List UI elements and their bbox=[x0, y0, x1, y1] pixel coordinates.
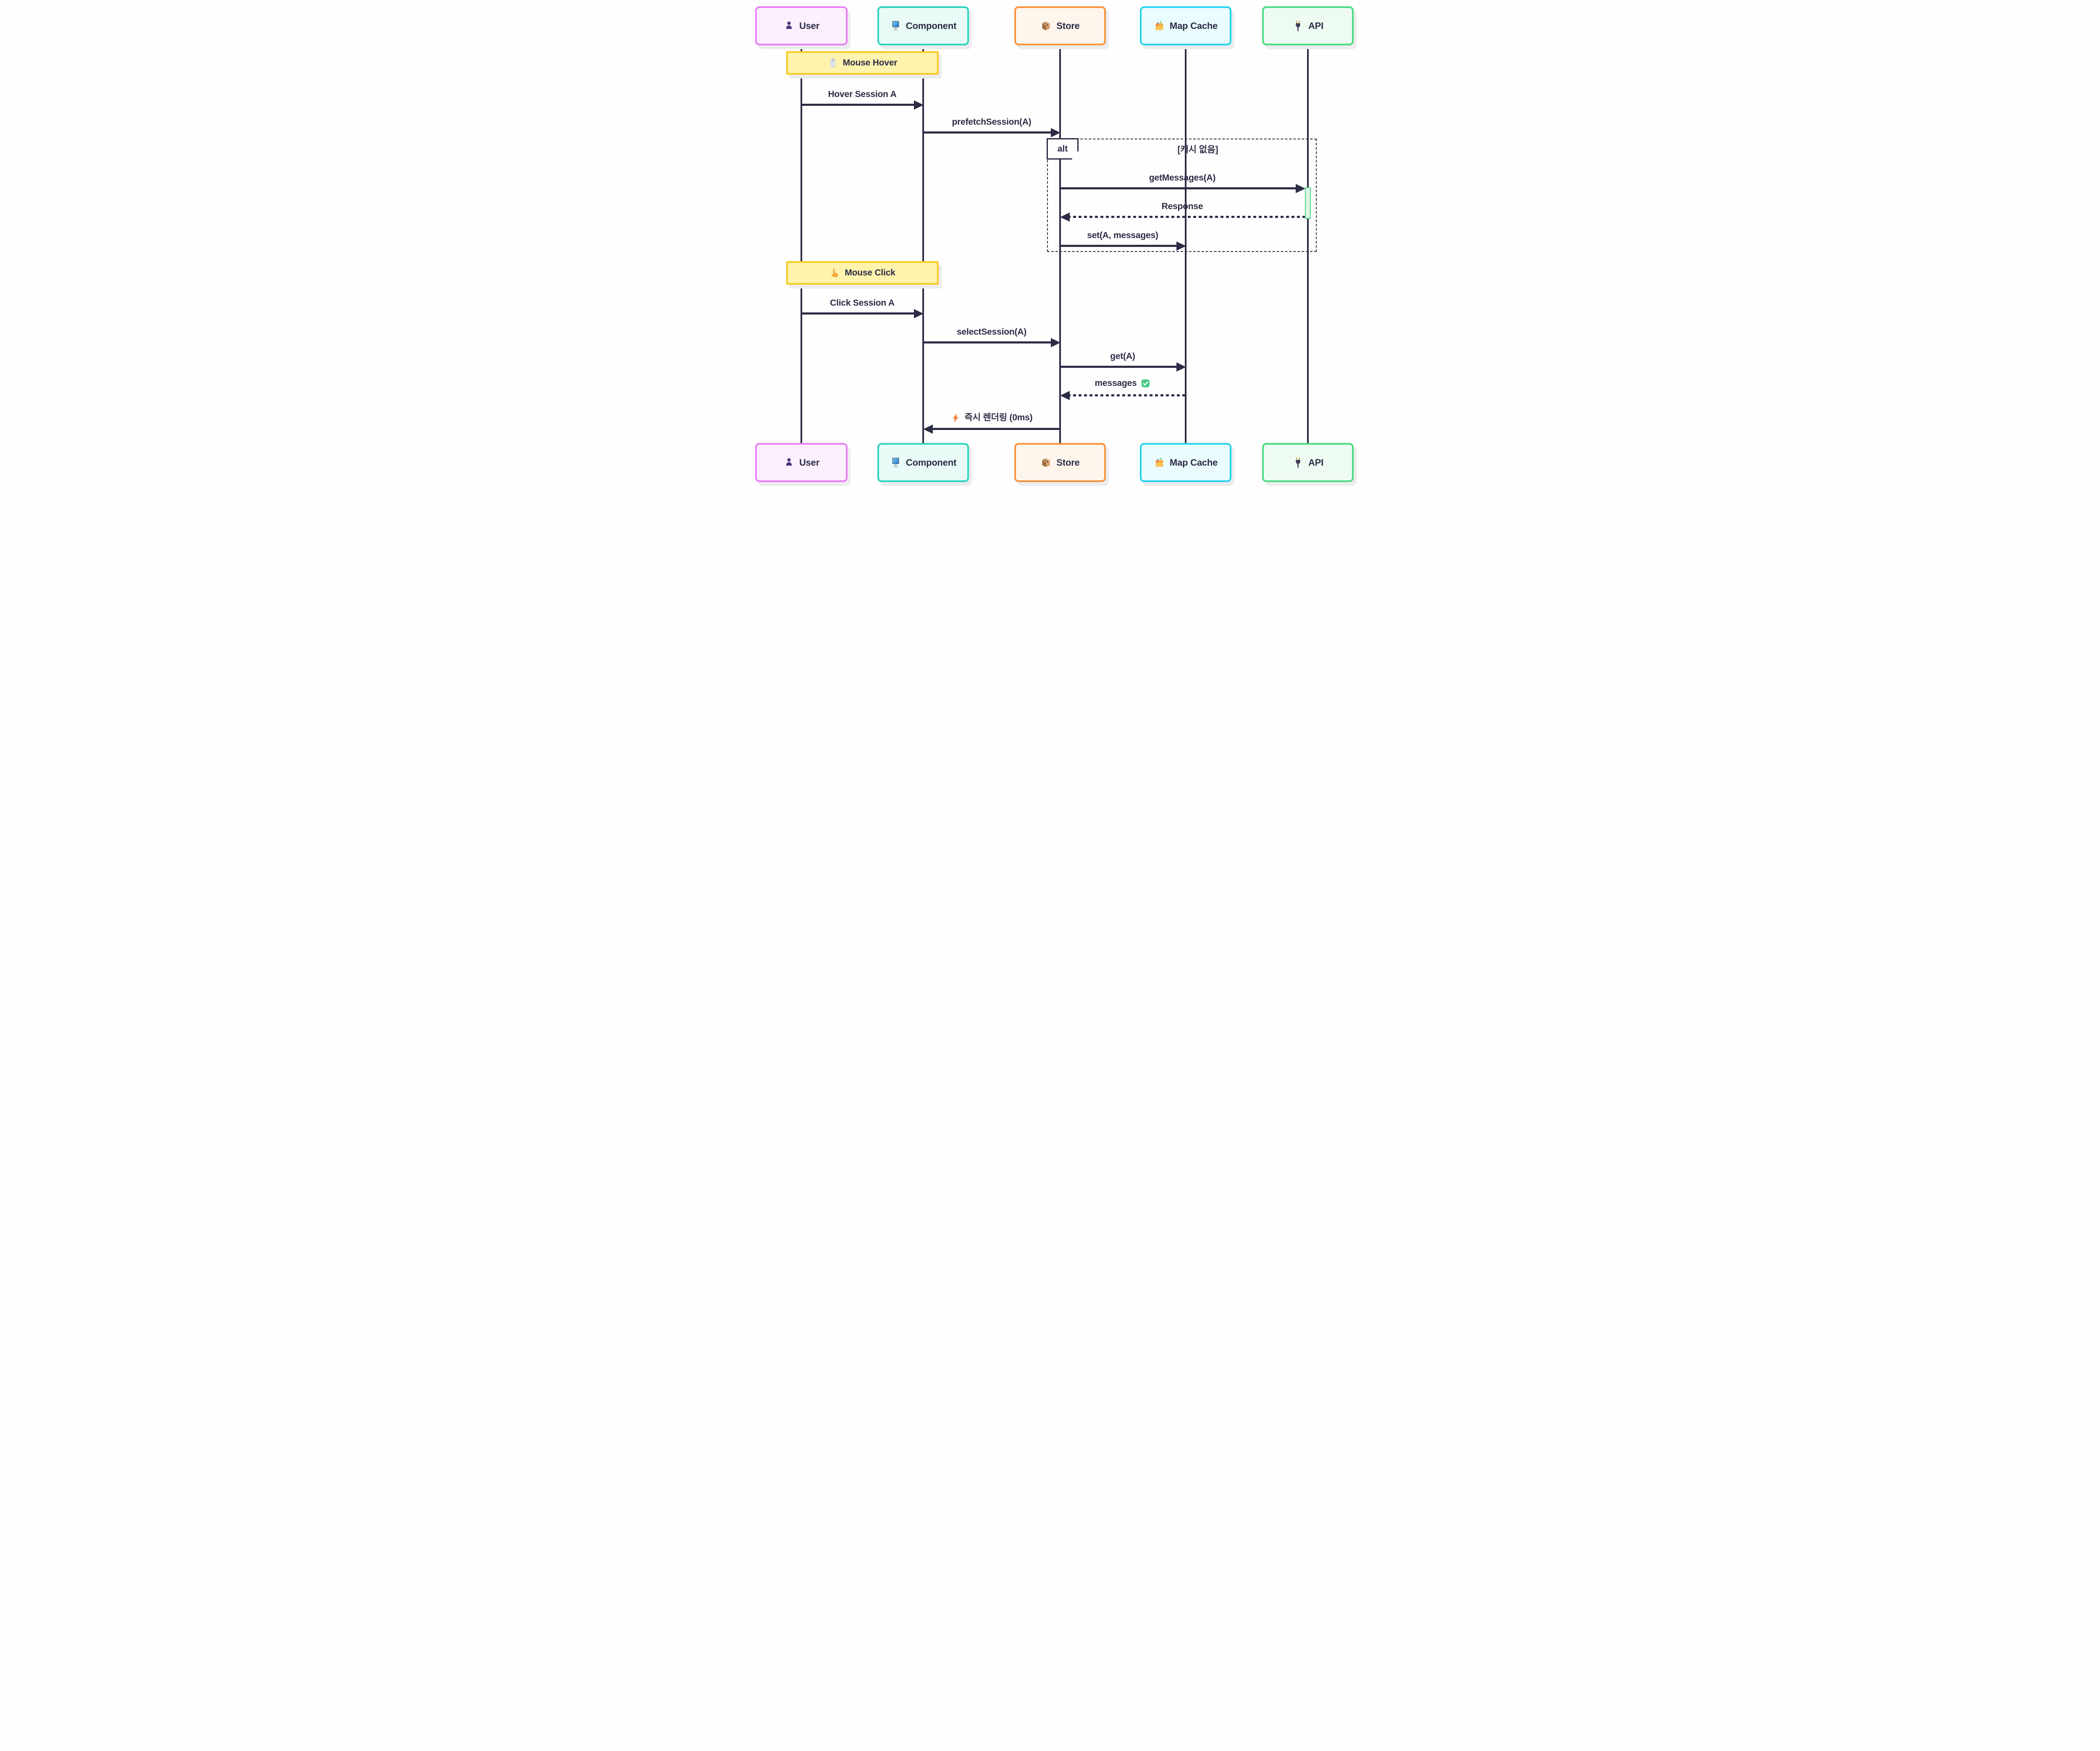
arrowhead-right-icon bbox=[1051, 128, 1060, 137]
computer-icon bbox=[892, 21, 899, 31]
computer-icon bbox=[892, 458, 899, 467]
plug-icon bbox=[1296, 20, 1300, 31]
arrowhead-right-icon bbox=[1176, 241, 1186, 251]
message-line bbox=[1060, 245, 1179, 247]
message-label-response: Response bbox=[1161, 202, 1203, 211]
message-label-set-messages: set(A, messages) bbox=[1087, 231, 1158, 240]
lifeline-user bbox=[801, 45, 802, 444]
alt-frame bbox=[1047, 139, 1317, 252]
user-icon bbox=[786, 458, 792, 466]
message-text: messages bbox=[1095, 378, 1137, 388]
message-label-messages-cached: messages bbox=[1095, 377, 1151, 390]
arrowhead-left-icon bbox=[923, 425, 933, 434]
message-line bbox=[801, 104, 915, 106]
note-label: Mouse Click bbox=[845, 268, 895, 278]
actor-api-bottom: API bbox=[1262, 443, 1354, 482]
arrowhead-right-icon bbox=[1051, 338, 1060, 347]
lightning-icon bbox=[953, 413, 959, 422]
message-line bbox=[1060, 366, 1179, 368]
message-line bbox=[1060, 187, 1298, 189]
message-label-get-messages: getMessages(A) bbox=[1149, 173, 1216, 183]
lifeline-api bbox=[1307, 45, 1309, 444]
message-label-instant-render: 즉시 렌더링 (0ms) bbox=[951, 412, 1033, 424]
actor-label: User bbox=[799, 20, 820, 31]
message-line-dashed bbox=[1068, 216, 1305, 218]
actor-label: User bbox=[799, 457, 820, 468]
alt-frame-tag: alt bbox=[1047, 138, 1079, 160]
message-line bbox=[923, 341, 1053, 343]
card-index-icon bbox=[1155, 458, 1163, 467]
actor-label: Component bbox=[906, 20, 957, 31]
message-text: 즉시 렌더링 (0ms) bbox=[964, 413, 1033, 422]
message-line bbox=[931, 428, 1060, 430]
message-label-click-session-a: Click Session A bbox=[830, 298, 895, 308]
actor-label: Store bbox=[1056, 20, 1080, 31]
arrowhead-right-icon bbox=[1176, 362, 1186, 372]
alt-frame-condition: [캐시 없음] bbox=[1177, 145, 1218, 155]
mouse-icon bbox=[830, 58, 835, 68]
message-label-select-session: selectSession(A) bbox=[956, 327, 1027, 337]
actor-store-bottom: Store bbox=[1014, 443, 1106, 482]
package-icon bbox=[1042, 21, 1050, 31]
actor-label: Store bbox=[1056, 457, 1080, 468]
plug-icon bbox=[1296, 457, 1300, 468]
actor-api-top: API bbox=[1262, 6, 1354, 45]
user-icon bbox=[786, 21, 792, 29]
actor-map-cache-top: Map Cache bbox=[1140, 6, 1231, 45]
message-line bbox=[923, 131, 1053, 134]
lifeline-component bbox=[922, 45, 924, 444]
message-label-hover-session-a: Hover Session A bbox=[828, 89, 897, 99]
arrowhead-right-icon bbox=[914, 309, 924, 318]
actor-component-top: Component bbox=[877, 6, 969, 45]
note-label: Mouse Hover bbox=[843, 58, 898, 68]
arrowhead-left-icon bbox=[1060, 391, 1070, 400]
actor-component-bottom: Component bbox=[877, 443, 969, 482]
actor-label: Component bbox=[906, 457, 957, 468]
actor-user-bottom: User bbox=[755, 443, 848, 482]
package-icon bbox=[1042, 458, 1050, 467]
card-index-icon bbox=[1155, 21, 1163, 30]
note-mouse-hover: Mouse Hover bbox=[786, 51, 939, 75]
actor-label: Map Cache bbox=[1169, 20, 1218, 31]
actor-user-top: User bbox=[755, 6, 848, 45]
message-line bbox=[801, 312, 915, 315]
pointing-hand-icon bbox=[832, 268, 838, 277]
arrowhead-right-icon bbox=[1296, 184, 1305, 193]
check-icon bbox=[1141, 379, 1150, 388]
arrowhead-left-icon bbox=[1060, 212, 1070, 222]
activation-bar-api bbox=[1305, 187, 1311, 219]
note-mouse-click: Mouse Click bbox=[786, 261, 939, 285]
actor-store-top: Store bbox=[1014, 6, 1106, 45]
actor-label: API bbox=[1308, 20, 1324, 31]
actor-map-cache-bottom: Map Cache bbox=[1140, 443, 1231, 482]
message-line-dashed bbox=[1068, 394, 1186, 396]
message-label-get-a: get(A) bbox=[1110, 351, 1135, 361]
actor-label: Map Cache bbox=[1169, 457, 1218, 468]
message-label-prefetch-session: prefetchSession(A) bbox=[952, 117, 1032, 127]
sequence-diagram: alt [캐시 없음] Hover Session A prefetchSess… bbox=[725, 0, 1375, 501]
actor-label: API bbox=[1308, 457, 1324, 468]
arrowhead-right-icon bbox=[914, 100, 924, 110]
